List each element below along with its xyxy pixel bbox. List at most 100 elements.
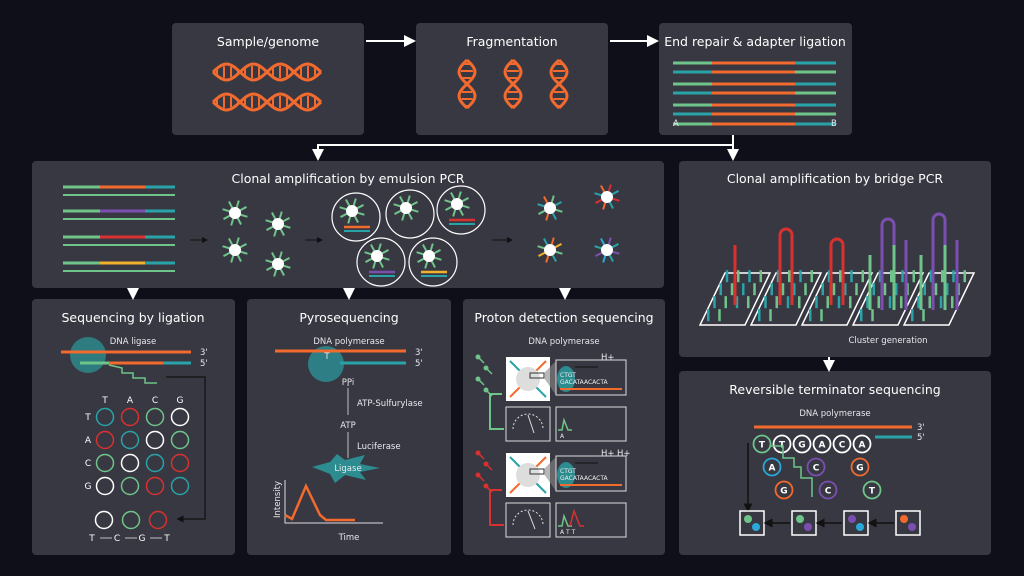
candidate-base-G: G — [780, 487, 787, 497]
zoom-callout — [544, 361, 556, 395]
color-circle-teal — [120, 430, 140, 450]
bead-icon — [265, 251, 291, 277]
emulsion-droplet — [385, 189, 435, 239]
panel-end-repair — [659, 23, 852, 135]
dna-fragment-icon — [457, 58, 477, 110]
column-base-C: C — [152, 396, 158, 406]
pyro-5-prime: 5' — [415, 359, 423, 369]
reversible-polymerase-label: DNA polymerase — [799, 409, 870, 419]
incorporated-base-circle — [832, 434, 852, 454]
dna-helix-icon — [211, 62, 323, 82]
column-base-G: G — [177, 396, 184, 406]
color-circle-green — [145, 407, 165, 427]
helix-strand — [211, 92, 323, 112]
luciferase-label: Luciferase — [357, 442, 401, 452]
voltmeter-needle — [527, 510, 536, 530]
nucleotide-icon — [475, 450, 481, 456]
color-circle-teal — [145, 453, 165, 473]
cluster-dot — [796, 515, 804, 523]
bead — [346, 205, 358, 217]
ligation-5-prime: 5' — [200, 359, 208, 369]
ppi-label: PPi — [342, 378, 354, 388]
cycle-image-box — [895, 510, 921, 536]
nucleotide-icon — [483, 387, 489, 393]
proton-polymerase-label: DNA polymerase — [528, 337, 599, 347]
voltmeter-box — [505, 406, 551, 442]
result-base-T: T — [163, 534, 170, 544]
bead-icon — [222, 237, 248, 263]
template-bottom-text: GACATAACACTA — [560, 475, 609, 482]
well-detail-box — [555, 455, 627, 492]
atp-label: ATP — [340, 421, 355, 431]
pyro-polymerase-label: DNA polymerase — [313, 337, 384, 347]
row-base-G: G — [85, 482, 92, 492]
well-detail-box — [555, 359, 627, 396]
emulsion-droplet — [436, 185, 486, 235]
adapter-label-a: A — [673, 119, 679, 129]
cluster-dot — [848, 515, 856, 523]
nucleotide-icon — [483, 461, 489, 467]
flow-cell-lane — [800, 272, 874, 326]
helix-strand — [211, 62, 323, 82]
flow-line — [489, 489, 504, 526]
nucleotide-icon — [483, 365, 489, 371]
candidate-base-circle — [762, 457, 782, 477]
candidate-base-C: C — [825, 487, 832, 497]
bead — [229, 244, 241, 256]
bead — [400, 202, 412, 214]
candidate-base-circle — [850, 457, 870, 477]
candidate-base-C: C — [813, 464, 820, 474]
emulsion-droplet — [331, 192, 381, 242]
title-reversible-terminator: Reversible terminator sequencing — [729, 382, 940, 397]
incorporated-base-circle — [812, 434, 832, 454]
template-top-text: CTGT — [560, 372, 576, 379]
zoom-callout — [544, 457, 556, 491]
signal-peak — [558, 513, 572, 527]
emulsion-droplet — [356, 237, 406, 287]
flow-line — [489, 393, 504, 430]
bead-icon — [265, 211, 291, 237]
nucleotide-icon — [475, 354, 481, 360]
title-fragmentation: Fragmentation — [466, 34, 557, 49]
result-base-C: C — [114, 534, 120, 544]
emulsion-pcr-illustration — [63, 184, 620, 287]
h-plus-label: H+ — [601, 353, 615, 363]
bridge-pcr-illustration — [698, 212, 976, 326]
polymerase-icon — [557, 366, 575, 392]
proton-illustration: CTGTGACATAACACTAH+ACTGTGACATAACACTAH+H+A… — [475, 353, 631, 538]
cluster-dot — [744, 515, 752, 523]
signal-peak — [569, 508, 584, 527]
row-base-T: T — [84, 413, 91, 423]
adapter-ligated-fragments — [673, 61, 836, 126]
color-circle-green — [170, 430, 190, 450]
color-circle-white — [95, 476, 115, 496]
candidate-base-G: G — [856, 464, 863, 474]
flow-arrows — [127, 35, 835, 372]
color-circle-teal — [170, 476, 190, 496]
panel-emulsion-pcr — [32, 161, 664, 288]
result-base-G: G — [139, 534, 146, 544]
adapter-label-b: B — [831, 119, 837, 129]
incorporated-base-circle — [772, 434, 792, 454]
polymerase-icon — [557, 462, 575, 488]
bead-icon — [222, 200, 248, 226]
cluster-dot — [804, 523, 812, 531]
bead — [272, 258, 284, 270]
ligation-strands — [61, 337, 206, 523]
dna-helix-icon — [211, 92, 323, 112]
title-emulsion-pcr: Clonal amplification by emulsion PCR — [232, 171, 465, 186]
voltmeter-needle — [527, 414, 535, 434]
voltmeter-scale-icon — [512, 413, 544, 430]
template-top-text: CTGT — [560, 468, 576, 475]
signal-box — [555, 406, 627, 442]
bead — [601, 244, 613, 256]
color-circle-red — [120, 407, 140, 427]
incorporated-base-G: G — [798, 441, 805, 451]
color-circle-green — [120, 476, 140, 496]
helix-strand — [457, 58, 477, 110]
signal-box — [555, 502, 627, 538]
bead-icon — [594, 184, 620, 210]
color-circle-white — [145, 430, 165, 450]
color-circle-white — [120, 453, 140, 473]
column-base-A: A — [127, 396, 134, 406]
